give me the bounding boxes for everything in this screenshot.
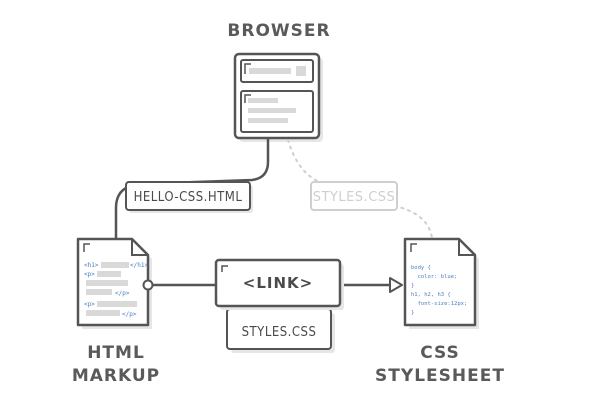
html-markup-title-line1: HTML	[87, 343, 145, 363]
html-tag-p-open: <p>	[84, 271, 95, 278]
link-tag-label: <LINK>	[243, 274, 313, 292]
css-code-line-5: font-size:12px;	[411, 301, 467, 307]
css-code-line-2: color: blue;	[411, 274, 457, 280]
browser-title: BROWSER	[227, 21, 330, 41]
browser-window-icon	[233, 52, 323, 142]
css-code-line-3: }	[411, 283, 414, 289]
link-element-box: STYLES.CSS <LINK>	[214, 258, 344, 353]
link-to-css-arrowhead	[389, 277, 403, 293]
css-code-line-4: h1, h2, h3 {	[411, 292, 451, 298]
css-stylesheet-title-line2: STYLESHEET	[375, 366, 505, 386]
html-tag-h1-close: </h1>	[130, 262, 148, 269]
html-tag-p2-close: </p>	[122, 311, 137, 318]
css-filename-faded-label: STYLES.CSS	[313, 190, 396, 205]
html-tag-h1-open: <h1>	[84, 262, 99, 269]
html-markup-title-line2: MARKUP	[72, 366, 160, 386]
css-code-line-6: }	[411, 310, 414, 316]
link-href-label: STYLES.CSS	[242, 325, 317, 340]
html-tag-p2-open: <p>	[84, 301, 95, 308]
html-filename-tag: HELLO-CSS.HTML	[125, 181, 253, 213]
css-stylesheet-title-line1: CSS	[420, 343, 460, 363]
html-tag-p-close: </p>	[115, 290, 130, 297]
css-filename-tag-faded: STYLES.CSS	[310, 181, 398, 211]
html-document-icon: <h1> </h1> <p> </p> <p> </p>	[76, 237, 152, 329]
css-code-line-1: body {	[411, 265, 431, 271]
css-document-icon: body { color: blue; } h1, h2, h3 { font-…	[403, 237, 479, 329]
html-filename-label: HELLO-CSS.HTML	[134, 190, 243, 205]
html-connector-dot	[142, 279, 154, 291]
